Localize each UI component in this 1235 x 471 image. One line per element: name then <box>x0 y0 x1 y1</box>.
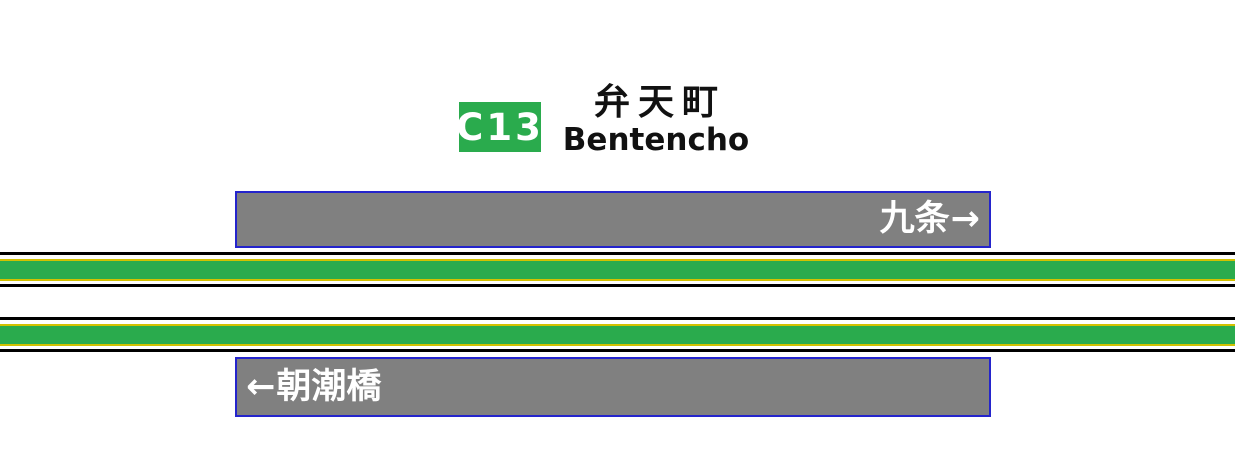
line-color-band-lower <box>0 324 1235 346</box>
track-edge-rule-2 <box>0 284 1235 287</box>
arrow-right-icon: → <box>950 199 980 239</box>
prev-station-label: 朝潮橋 <box>276 366 382 407</box>
arrow-left-icon: ← <box>246 366 276 407</box>
track-edge-rule-4 <box>0 349 1235 352</box>
station-name-japanese: 弁天町 <box>593 82 727 123</box>
line-color-band-upper <box>0 259 1235 281</box>
station-name-block: 弁天町 Bentencho <box>563 84 749 156</box>
track-edge-rule-3 <box>0 317 1235 320</box>
track-edge-rule-1 <box>0 252 1235 255</box>
station-code-label: C13 <box>456 105 544 149</box>
direction-bar-next: 九条 → <box>235 191 991 248</box>
next-station-label: 九条 <box>879 199 950 239</box>
station-code-badge: C13 <box>456 102 544 152</box>
station-name-romaji: Bentencho <box>562 121 750 158</box>
direction-bar-prev: ← 朝潮橋 <box>235 357 991 417</box>
